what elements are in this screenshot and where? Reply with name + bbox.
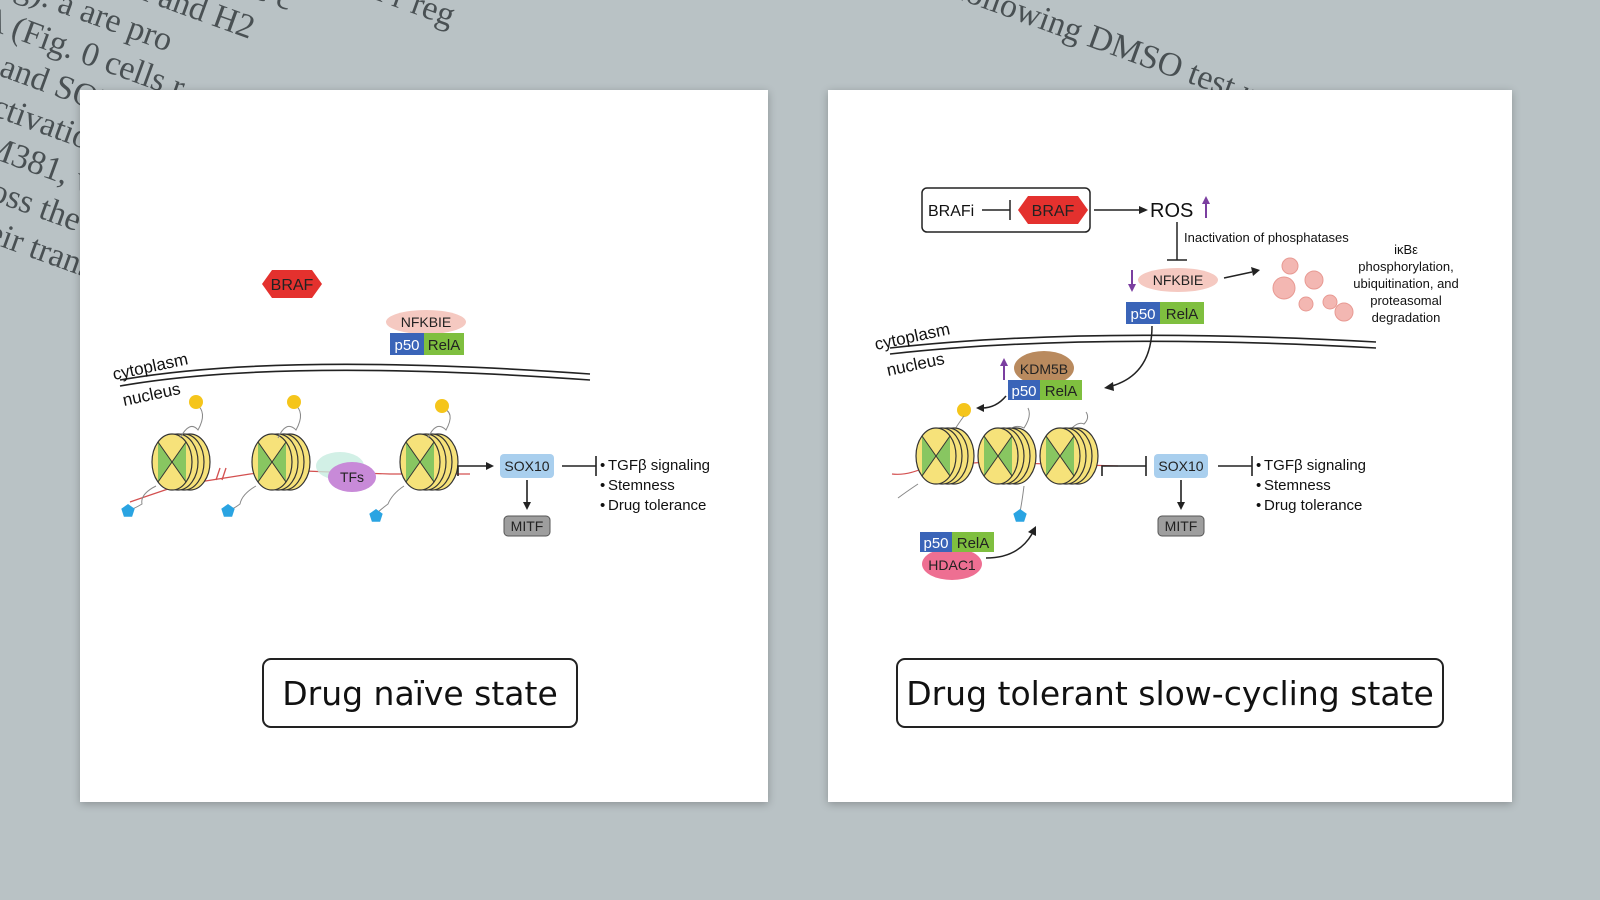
drug-naive-diagram: BRAF NFKBIE p50 RelA cytoplasm nucleus [111,270,710,537]
p50-label: p50 [394,337,419,354]
nucleosome-2 [977,427,1037,485]
svg-text:iκBε: iκBε [1394,242,1418,257]
dna-break-mark [215,467,227,481]
methyl-mark-icon [957,403,971,417]
svg-text:proteasomal: proteasomal [1370,293,1442,308]
outcome-item: Stemness [608,477,675,494]
tfs-label: TFs [340,469,364,485]
p50-label: p50 [1011,383,1036,400]
sox10-node: SOX10 [500,454,554,478]
promoter-inhibition [1101,465,1146,476]
caption-drug-naive: Drug naïve state [262,658,578,728]
nuclear-membrane [889,334,1377,355]
mitf-node: MITF [1157,515,1205,537]
svg-text:•: • [1256,457,1261,474]
brafi-braf-box [921,187,1091,233]
drug-tolerant-diagram: BRAFi BRAF ROS Inactivation of phosphata… [873,187,1459,580]
svg-text:•: • [600,457,605,474]
rela-label: RelA [1045,383,1078,400]
acetyl-mark-icon [369,509,383,522]
nucleosome-2 [251,433,311,491]
kdm5b-label: KDM5B [1020,361,1068,377]
outcome-item: Stemness [1264,477,1331,494]
inactivation-label: Inactivation of phosphatases [1184,230,1349,245]
acetyl-mark-icon [221,504,235,517]
braf-node: BRAF [1018,196,1088,224]
outcome-item: Drug tolerance [1264,497,1362,514]
braf-label: BRAF [1032,203,1075,220]
svg-text:degradation: degradation [1372,310,1441,325]
promoter-arrow [457,465,488,476]
degradation-particles [1272,257,1354,322]
mitf-node: MITF [503,515,551,537]
sox10-label: SOX10 [1158,458,1203,474]
rela-label: RelA [957,535,990,552]
ros-label: ROS [1150,200,1193,222]
rela-label: RelA [428,337,461,354]
nucleosome-3 [1039,427,1099,485]
mitf-label: MITF [1165,518,1198,534]
drug-naive-panel: BRAF NFKBIE p50 RelA cytoplasm nucleus [80,90,768,802]
outcome-item: TGFβ signaling [608,457,710,474]
p50-label: p50 [1130,306,1155,323]
caption-drug-tolerant: Drug tolerant slow-cycling state [896,658,1444,728]
braf-node: BRAF [262,270,322,298]
sox10-label: SOX10 [504,458,549,474]
hdac1-label: HDAC1 [928,557,976,573]
mitf-label: MITF [511,518,544,534]
nucleosome-1 [915,427,975,485]
nfkb-complex: NFKBIE p50 RelA [1126,268,1218,324]
nfkbie-label: NFKBIE [1153,272,1204,288]
svg-text:•: • [600,497,605,514]
svg-text:phosphorylation,: phosphorylation, [1358,259,1453,274]
nuclear-membrane [119,363,591,387]
nfkb-complex: NFKBIE p50 RelA [386,310,466,355]
hdac1-complex: HDAC1 p50 RelA [920,532,994,580]
methyl-mark-icon [287,395,301,409]
methyl-mark-icon [435,399,449,413]
nucleosome-3 [399,433,459,491]
tfs-node: TFs [316,452,376,492]
svg-text:•: • [1256,477,1261,494]
braf-label: BRAF [271,277,314,294]
degradation-text: iκBε phosphorylation, ubiquitination, an… [1353,242,1459,325]
brafi-label: BRAFi [928,203,974,220]
acetyl-mark-icon [121,504,135,517]
sox10-node: SOX10 [1154,454,1208,478]
outcome-item: Drug tolerance [608,497,706,514]
nucleosome-1 [151,433,211,491]
outcome-item: TGFβ signaling [1264,457,1366,474]
methyl-mark-icon [189,395,203,409]
outcomes-list: • TGFβ signaling • Stemness • Drug toler… [1256,457,1366,514]
acetyl-mark-icon [1013,509,1027,522]
nfkbie-label: NFKBIE [401,314,452,330]
p50-label: p50 [923,535,948,552]
svg-text:ubiquitination, and: ubiquitination, and [1353,276,1459,291]
kdm5b-complex: KDM5B p50 RelA [1008,351,1082,400]
drug-tolerant-panel: BRAFi BRAF ROS Inactivation of phosphata… [828,90,1512,802]
outcomes-list: • TGFβ signaling • Stemness • Drug toler… [600,457,710,514]
rela-label: RelA [1166,306,1199,323]
svg-text:•: • [1256,497,1261,514]
svg-text:•: • [600,477,605,494]
